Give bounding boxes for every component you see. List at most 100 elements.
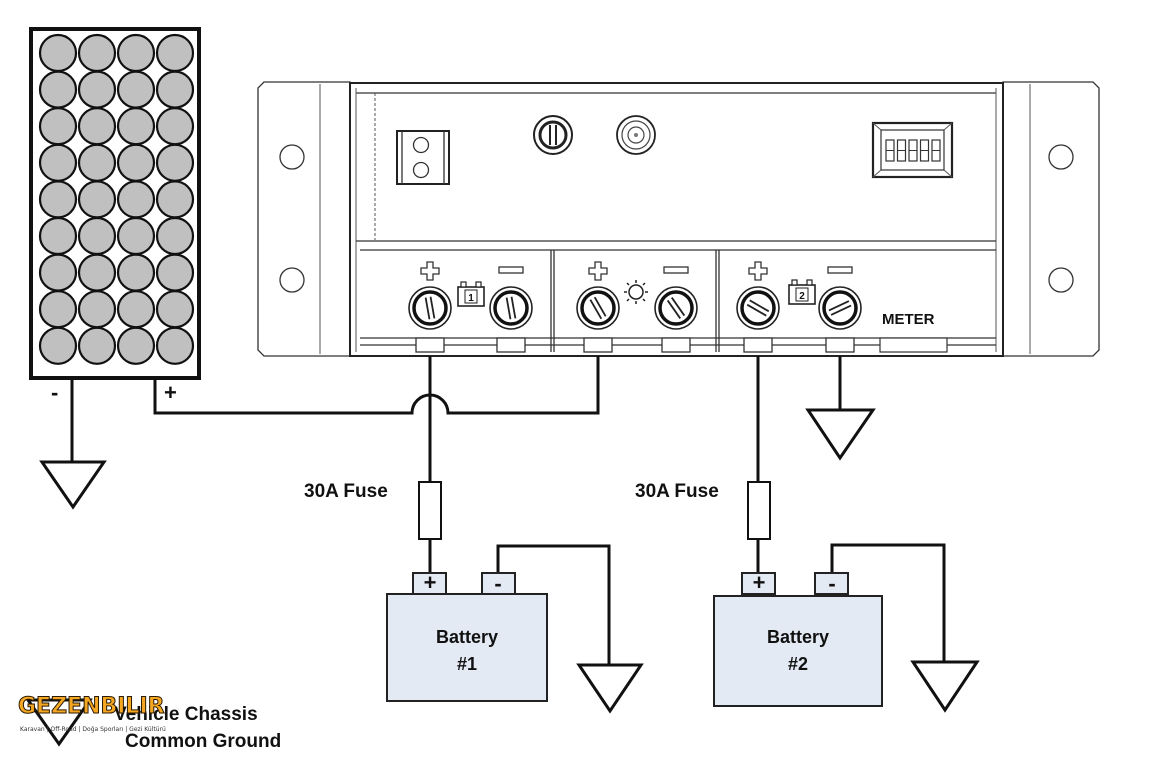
legend-line-2: Common Ground xyxy=(125,731,281,752)
solar-cell xyxy=(77,70,117,109)
fuse-1: 30A Fuse xyxy=(304,481,442,540)
battery-1: + - Battery #1 xyxy=(386,570,548,702)
solar-cell xyxy=(38,216,78,256)
battery-2-plus-terminal[interactable] xyxy=(736,286,780,330)
solar-cell xyxy=(155,70,195,109)
legend: Vehicle Chassis Common Ground xyxy=(114,704,281,752)
mounting-hole xyxy=(1048,267,1074,293)
minus-symbol-icon xyxy=(498,266,524,274)
solar-cell xyxy=(77,33,117,73)
battery-2-number-label: #2 xyxy=(788,654,808,674)
solar-cell xyxy=(38,290,78,329)
solar-cell xyxy=(155,326,195,365)
solar-cell xyxy=(38,253,78,292)
solar-cell xyxy=(116,107,156,146)
solar-cell xyxy=(38,107,78,146)
solar-minus-terminal[interactable] xyxy=(654,286,698,330)
solar-cell xyxy=(77,216,117,256)
mounting-hole xyxy=(279,267,305,293)
left-mounting-bracket xyxy=(257,81,351,357)
mounting-hole xyxy=(279,144,305,170)
battery-2-negative-post xyxy=(814,572,849,595)
meter-digits xyxy=(885,139,941,162)
dip-switch xyxy=(396,130,450,185)
battery-2-title: Battery xyxy=(767,627,829,647)
solar-cell xyxy=(155,216,195,256)
solar-cell xyxy=(77,326,117,365)
ground-icon xyxy=(39,460,107,510)
solar-cell xyxy=(155,33,195,73)
solar-positive-label: + xyxy=(164,380,177,405)
solar-cell xyxy=(155,253,195,292)
solar-cell xyxy=(155,107,195,146)
wire-entry-tab xyxy=(825,337,855,353)
led-indicator xyxy=(533,115,573,155)
svg-text:+: + xyxy=(424,570,437,595)
solar-cell xyxy=(77,253,117,292)
solar-cell xyxy=(116,70,156,109)
solar-cell xyxy=(77,180,117,219)
sun-icon xyxy=(624,280,648,304)
wiring xyxy=(70,356,946,665)
solar-cell xyxy=(116,180,156,219)
right-mounting-bracket xyxy=(1002,81,1100,357)
meter-label: METER xyxy=(882,311,935,328)
battery-1-title: Battery xyxy=(436,627,498,647)
solar-cell xyxy=(116,290,156,329)
solar-cell xyxy=(116,33,156,73)
wire-entry-tab xyxy=(583,337,613,353)
terminal-block xyxy=(408,261,862,353)
solar-cell xyxy=(77,143,117,182)
solar-cell xyxy=(116,326,156,365)
battery-1-minus-terminal[interactable] xyxy=(489,286,533,330)
battery-1-negative-wire xyxy=(496,544,611,665)
meter-display xyxy=(871,121,954,179)
solar-cell xyxy=(38,326,78,365)
fuse-2: 30A Fuse xyxy=(635,481,771,540)
solar-cells xyxy=(38,33,195,365)
plus-symbol-icon xyxy=(420,261,440,281)
battery-1-plus-terminal[interactable] xyxy=(408,286,452,330)
solar-negative-label: - xyxy=(51,380,58,405)
charge-controller: 1 2 METER xyxy=(257,81,1100,357)
legend-line-1: Vehicle Chassis xyxy=(114,704,258,725)
battery-1-number: 1 xyxy=(468,293,474,304)
plus-symbol-icon xyxy=(748,261,768,281)
solar-cell xyxy=(77,290,117,329)
solar-cell xyxy=(77,107,117,146)
battery-2-positive-post xyxy=(741,572,776,595)
svg-text:-: - xyxy=(828,571,835,596)
solar-cell xyxy=(155,290,195,329)
solar-cell xyxy=(38,70,78,109)
ground-icon xyxy=(910,660,980,713)
battery-2-minus-terminal[interactable] xyxy=(818,286,862,330)
wire-entry-tab xyxy=(661,337,691,353)
solar-cell xyxy=(38,143,78,182)
push-button[interactable] xyxy=(616,115,656,155)
watermark-tagline: Karavan | Off-Road | Doğa Sporları | Gez… xyxy=(20,726,166,733)
wire-entry-tab xyxy=(496,337,526,353)
battery-2-icon: 2 xyxy=(788,279,816,305)
battery-1-body xyxy=(386,593,548,702)
wire-entry-tab xyxy=(743,337,773,353)
solar-plus-terminal[interactable] xyxy=(576,286,620,330)
minus-symbol-icon xyxy=(827,266,853,274)
wire-entry-tab xyxy=(415,337,445,353)
ground-icon xyxy=(576,663,644,714)
solar-positive-wire xyxy=(153,356,600,415)
solar-cell xyxy=(38,180,78,219)
watermark-logo: GEZENBILIR Karavan | Off-Road | Doğa Spo… xyxy=(18,694,166,740)
plus-symbol-icon xyxy=(588,261,608,281)
mounting-hole xyxy=(1048,144,1074,170)
solar-cell xyxy=(116,143,156,182)
solar-cell xyxy=(38,33,78,73)
solar-panel: - + xyxy=(29,27,201,405)
fuse-2-label: 30A Fuse xyxy=(635,481,719,502)
legend-ground-icon xyxy=(25,698,93,747)
solar-cell xyxy=(116,216,156,256)
battery-2-number: 2 xyxy=(799,291,805,302)
solar-cell xyxy=(155,143,195,182)
minus-symbol-icon xyxy=(663,266,689,274)
solar-cell xyxy=(116,253,156,292)
